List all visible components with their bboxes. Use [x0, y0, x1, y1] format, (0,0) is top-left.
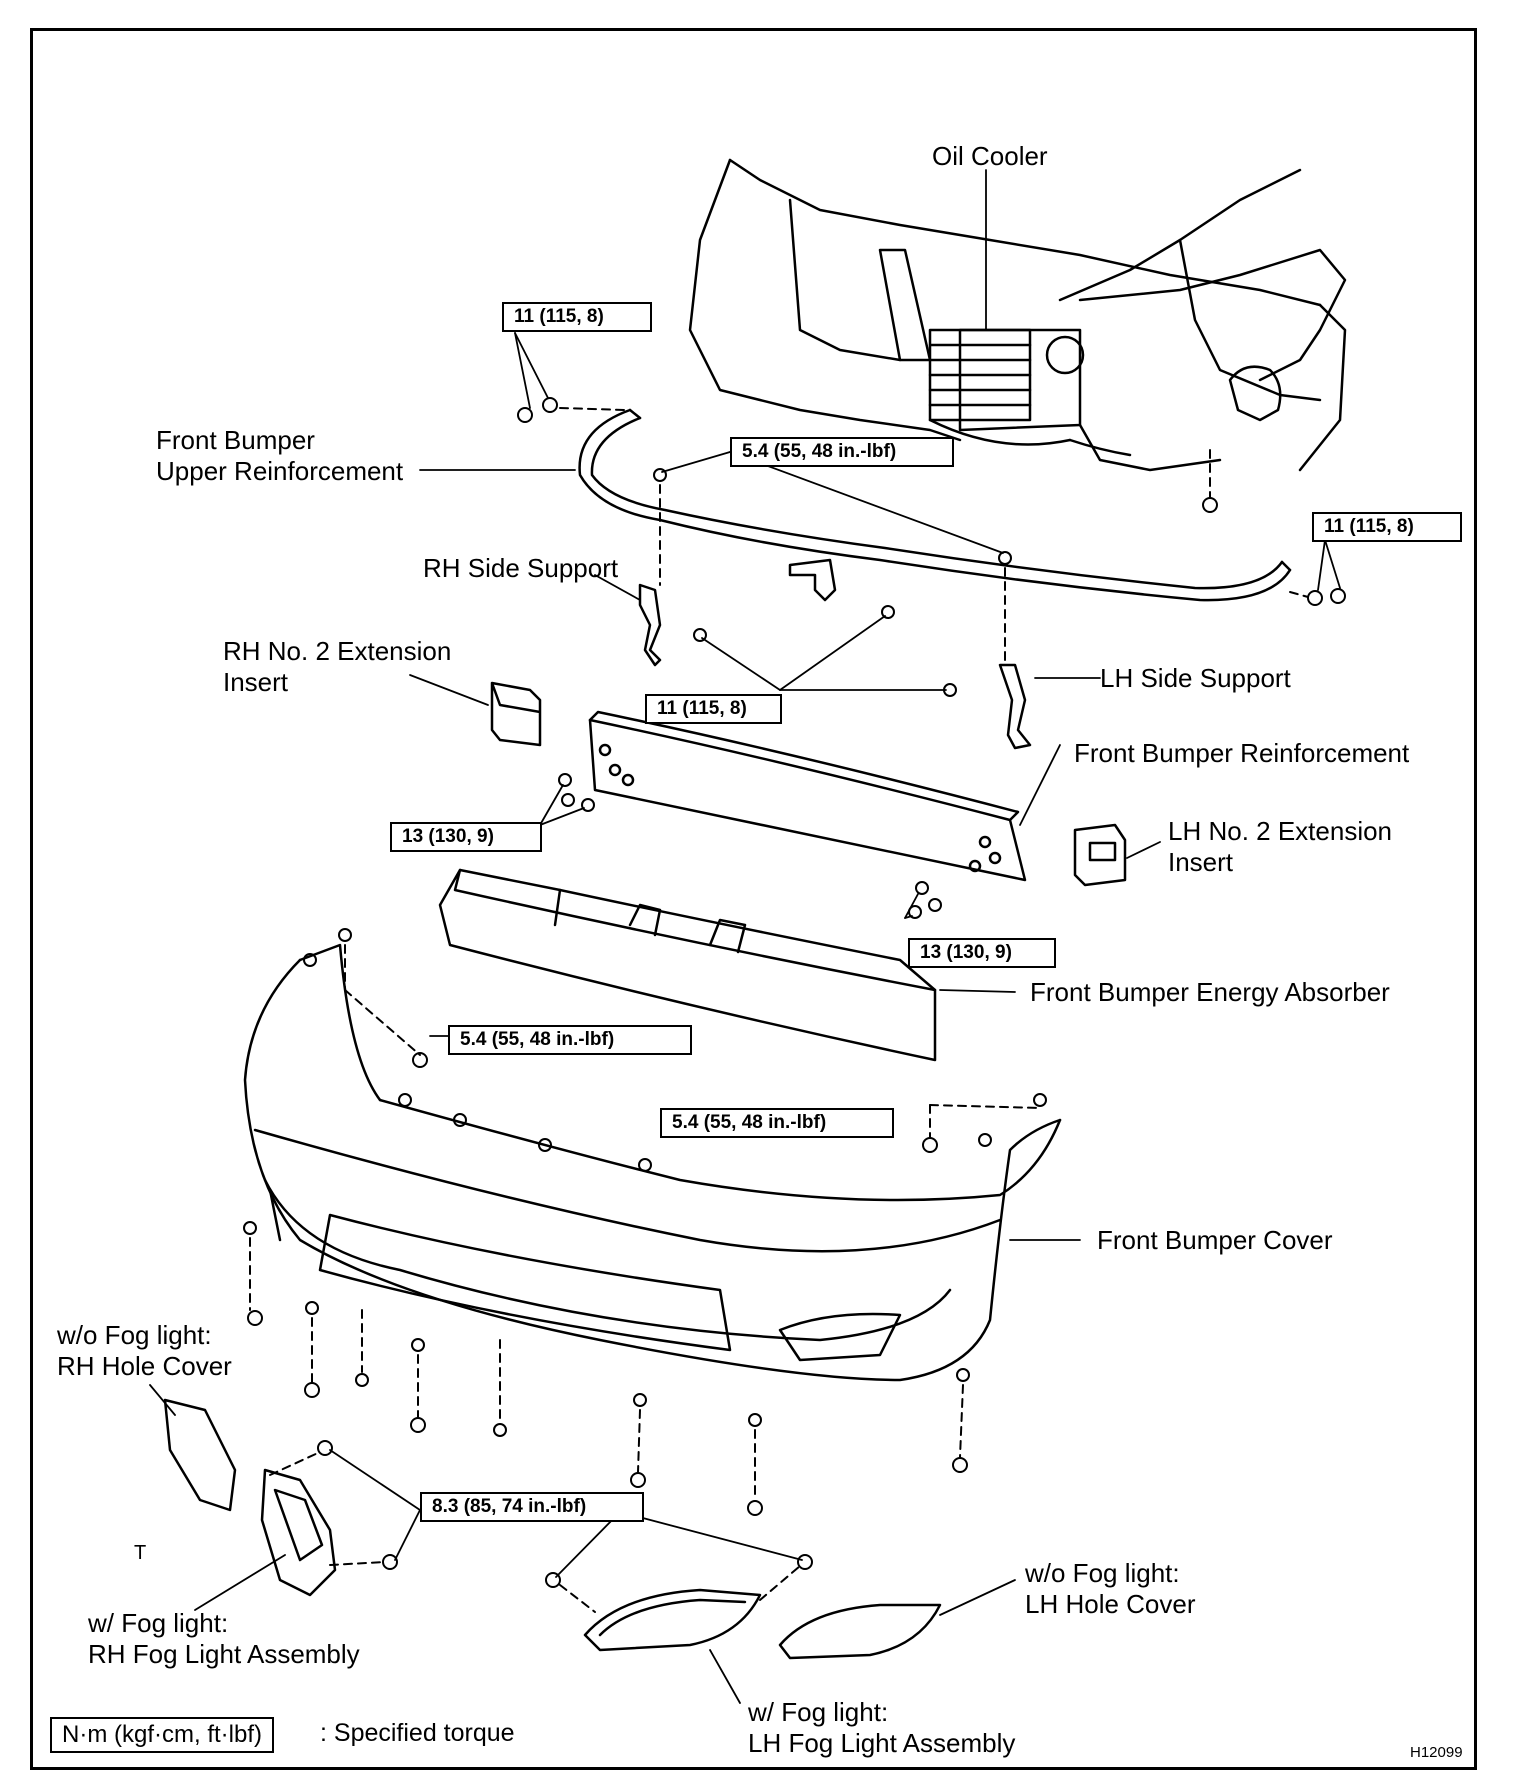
- torque-box-13-left: 13 (130, 9): [390, 822, 542, 852]
- rh-side-support: [638, 583, 662, 667]
- fasteners: [243, 397, 1346, 1588]
- alignment-lines: [249, 407, 1309, 1613]
- label-lh-extension-insert: LH No. 2 Extension Insert: [1168, 816, 1393, 877]
- lh-side-support: [998, 663, 1032, 750]
- label-upper-reinforcement: Front Bumper Upper Reinforcement: [156, 425, 404, 486]
- label-energy-absorber: Front Bumper Energy Absorber: [1030, 977, 1390, 1007]
- energy-absorber: [438, 868, 937, 1062]
- torque-box-11-upper-left: 11 (115, 8): [502, 302, 652, 332]
- label-rh-side-support: RH Side Support: [423, 553, 619, 583]
- torque-box-5-4-cover-left: 5.4 (55, 48 in.-lbf): [448, 1025, 692, 1055]
- vehicle-front-structure: [688, 158, 1347, 472]
- label-rh-hole-cover: w/o Fog light: RH Hole Cover: [57, 1320, 232, 1381]
- label-lh-side-support: LH Side Support: [1100, 663, 1291, 693]
- oil-cooler: [928, 328, 1032, 422]
- bumper-reinforcement: [588, 710, 1027, 882]
- label-lh-fog-light: w/ Fog light: LH Fog Light Assembly: [748, 1697, 1016, 1758]
- torque-box-11-upper-right: 11 (115, 8): [1312, 512, 1462, 542]
- torque-box-13-right: 13 (130, 9): [908, 938, 1056, 968]
- rh-hole-cover: [163, 1398, 237, 1512]
- lh-extension-insert: [1073, 823, 1127, 887]
- center-bracket: [788, 558, 837, 602]
- figure-id: H12099: [1410, 1744, 1463, 1761]
- label-oil-cooler: Oil Cooler: [932, 141, 1048, 171]
- label-stray-t: T: [134, 1542, 147, 1564]
- label-rh-fog-light: w/ Fog light: RH Fog Light Assembly: [88, 1608, 360, 1669]
- label-lh-hole-cover: w/o Fog light: LH Hole Cover: [1025, 1558, 1196, 1619]
- leader-lines: [149, 169, 1341, 1704]
- legend-unit-box: N·m (kgf·cm, ft·lbf): [50, 1717, 274, 1753]
- torque-box-5-4-upper: 5.4 (55, 48 in.-lbf): [730, 437, 954, 467]
- torque-box-11-side-support: 11 (115, 8): [645, 694, 782, 724]
- bumper-cover: [243, 943, 1062, 1382]
- label-bumper-reinforcement: Front Bumper Reinforcement: [1074, 738, 1410, 768]
- legend-description: : Specified torque: [320, 1719, 515, 1747]
- label-rh-extension-insert: RH No. 2 Extension Insert: [223, 636, 452, 697]
- upper-reinforcement: [578, 408, 1292, 602]
- diagram-frame: [30, 28, 1477, 1770]
- label-bumper-cover: Front Bumper Cover: [1097, 1225, 1333, 1255]
- torque-box-5-4-cover-right: 5.4 (55, 48 in.-lbf): [660, 1108, 894, 1138]
- lh-fog-light: [583, 1588, 762, 1652]
- rh-fog-light: [260, 1468, 337, 1597]
- rh-extension-insert: [490, 681, 542, 747]
- lh-hole-cover: [778, 1603, 942, 1660]
- torque-box-8-3: 8.3 (85, 74 in.-lbf): [420, 1492, 644, 1522]
